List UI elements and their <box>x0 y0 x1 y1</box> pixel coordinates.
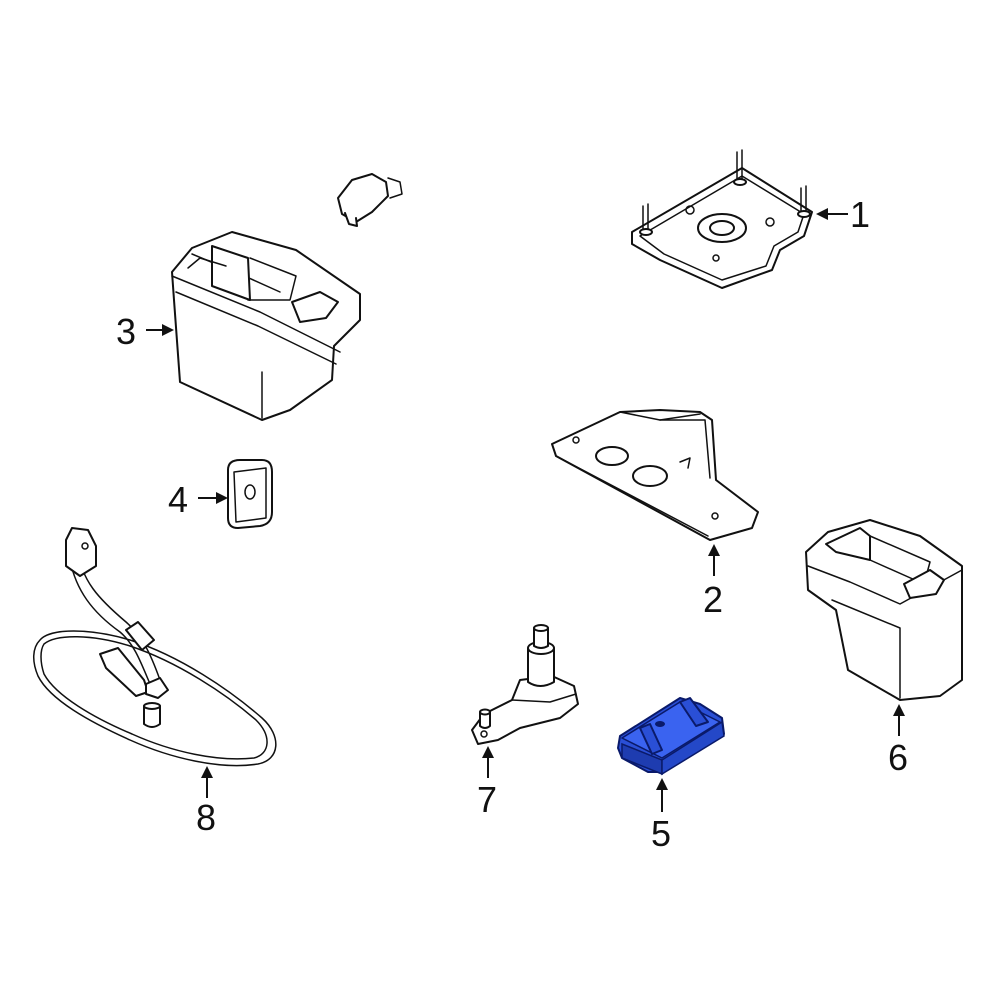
part-6-storage-bin[interactable] <box>805 519 963 701</box>
part-3-storage-bin[interactable] <box>171 231 361 421</box>
callout-6: 6 <box>888 737 908 778</box>
part-4-pad[interactable] <box>227 459 273 529</box>
arrowhead-2 <box>708 544 720 556</box>
part-2-bracket[interactable] <box>551 409 759 541</box>
callout-8: 8 <box>196 797 216 838</box>
callout-3: 3 <box>116 311 136 352</box>
arrowhead-6 <box>893 704 905 716</box>
arrowhead-5 <box>656 778 668 790</box>
callout-7: 7 <box>477 779 497 820</box>
arrowhead-8 <box>201 766 213 778</box>
callout-labels: 1 2 3 4 5 6 7 8 <box>116 194 908 854</box>
arrowhead-4 <box>216 492 228 504</box>
callout-4: 4 <box>168 479 188 520</box>
part-5-highlighted-block[interactable] <box>617 697 725 776</box>
part-1-mounting-plate[interactable] <box>337 149 813 289</box>
callout-1: 1 <box>850 194 870 235</box>
arrowhead-7 <box>482 746 494 758</box>
callout-5: 5 <box>651 813 671 854</box>
callout-2: 2 <box>703 579 723 620</box>
part-8-cable-harness[interactable] <box>33 527 277 767</box>
arrowhead-1 <box>816 208 828 220</box>
callout-leaders <box>146 208 905 812</box>
arrowhead-3 <box>162 324 174 336</box>
part-7-pivot-bracket[interactable] <box>471 624 579 745</box>
